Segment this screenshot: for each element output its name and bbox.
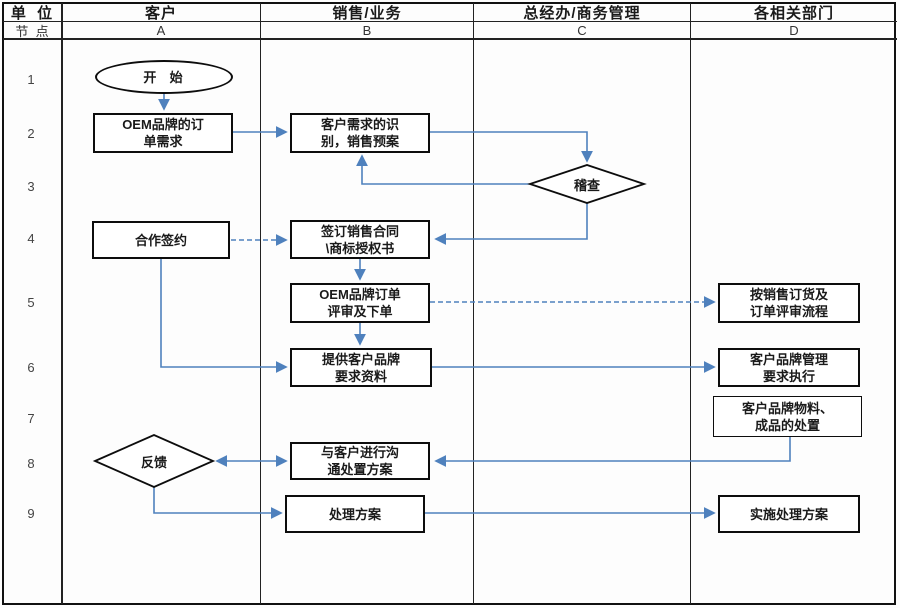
lane-divider-units xyxy=(61,3,63,604)
header-rule-2 xyxy=(3,38,897,40)
header-rule-1 xyxy=(3,21,897,22)
node-implement-plan: 实施处理方案 xyxy=(718,495,860,533)
step-number-7: 7 xyxy=(27,411,35,426)
decision-feedback-shape xyxy=(92,434,216,488)
step-number-1: 1 xyxy=(27,72,35,87)
step-number-4: 4 xyxy=(27,231,35,246)
lane-letter-d: D xyxy=(789,22,799,38)
step-number-9: 9 xyxy=(27,506,35,521)
node-brand-management-exec: 客户品牌管理 要求执行 xyxy=(718,348,860,387)
step-number-3: 3 xyxy=(27,179,35,194)
node-cooperation-signing: 合作签约 xyxy=(92,221,230,259)
lane-divider-a-b xyxy=(260,3,261,604)
node-sign-contract: 签订销售合同 \商标授权书 xyxy=(290,220,430,259)
lane-title-gm-office: 总经办/商务管理 xyxy=(523,4,641,22)
decision-audit-shape xyxy=(527,164,647,204)
lane-title-customer: 客户 xyxy=(144,4,177,22)
step-number-8: 8 xyxy=(27,456,35,471)
lane-title-departments: 各相关部门 xyxy=(753,4,834,22)
lane-letter-a: A xyxy=(156,22,166,38)
node-handling-plan: 处理方案 xyxy=(285,495,425,533)
header-node: 节 点 xyxy=(15,23,49,39)
node-provide-brand-materials: 提供客户品牌 要求资料 xyxy=(290,348,432,387)
step-number-2: 2 xyxy=(27,126,35,141)
header-unit: 单 位 xyxy=(10,4,54,22)
node-order-review-process: 按销售订货及 订单评审流程 xyxy=(718,283,860,323)
lane-divider-c-d xyxy=(690,3,691,604)
step-number-5: 5 xyxy=(27,295,35,310)
lane-divider-b-c xyxy=(473,3,474,604)
lane-letter-b: B xyxy=(362,22,372,38)
node-start: 开 始 xyxy=(95,60,233,94)
step-number-6: 6 xyxy=(27,360,35,375)
node-materials-disposal: 客户品牌物料、 成品的处置 xyxy=(713,396,862,437)
node-order-review: OEM品牌订单 评审及下单 xyxy=(290,283,430,323)
node-oem-order-demand: OEM品牌的订 单需求 xyxy=(93,113,233,153)
node-demand-identification: 客户需求的识 别，销售预案 xyxy=(290,113,430,153)
lane-letter-c: C xyxy=(577,22,587,38)
lane-title-sales: 销售/业务 xyxy=(332,4,402,22)
node-communicate-plan: 与客户进行沟 通处置方案 xyxy=(290,442,430,480)
